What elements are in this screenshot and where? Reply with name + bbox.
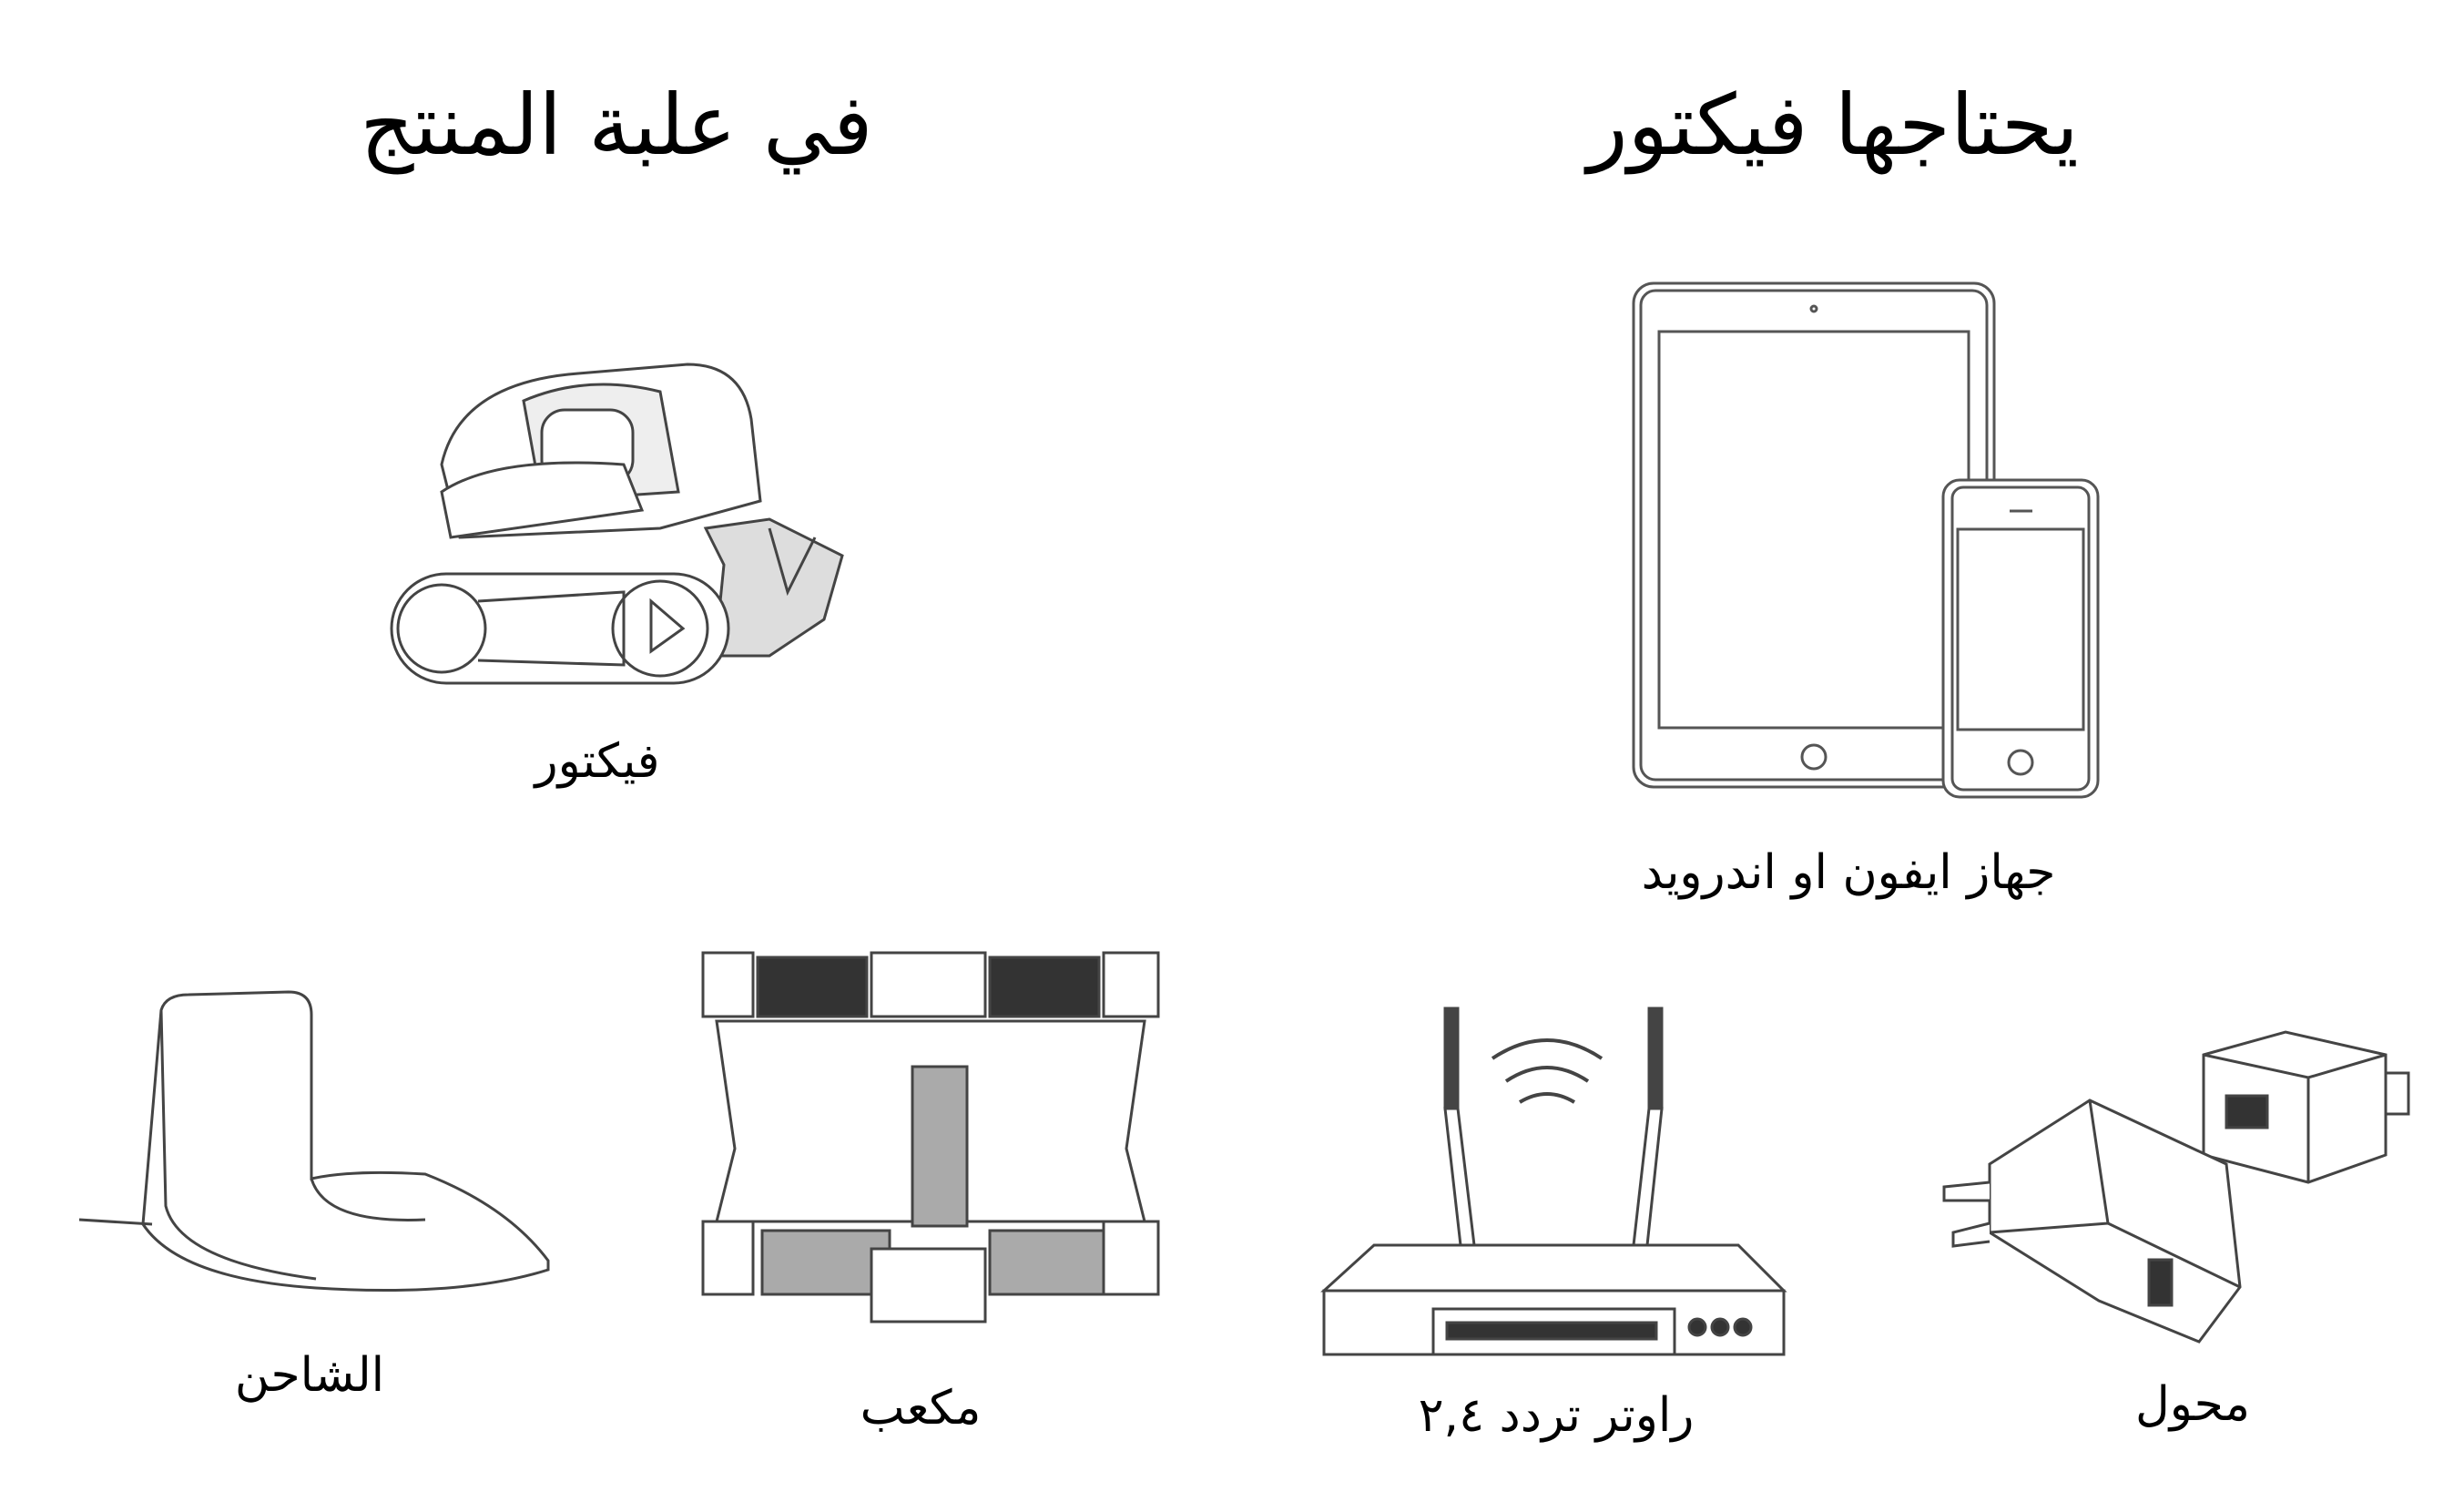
cube-label: مكعب [860, 1381, 982, 1436]
robot-icon [387, 355, 865, 697]
section-title-in-box: في علبة المنتج [360, 77, 873, 174]
router-icon [1319, 1004, 1788, 1359]
section-title-needs: يحتاجها فيكتور [1587, 77, 2079, 174]
adapter-label: محول [2134, 1377, 2251, 1432]
usb-adapter-icon [1935, 1027, 2422, 1346]
charger-icon [79, 987, 557, 1302]
vector-label: فيكتور [535, 734, 660, 789]
charger-label: الشاحن [234, 1348, 385, 1403]
tablet-phone-icon [1632, 281, 2105, 801]
router-label: راوتر تردد ٢,٤ [1418, 1388, 1695, 1443]
cube-icon [698, 948, 1167, 1331]
phone-label: جهاز ايفون او اندرويد [1641, 845, 2056, 900]
